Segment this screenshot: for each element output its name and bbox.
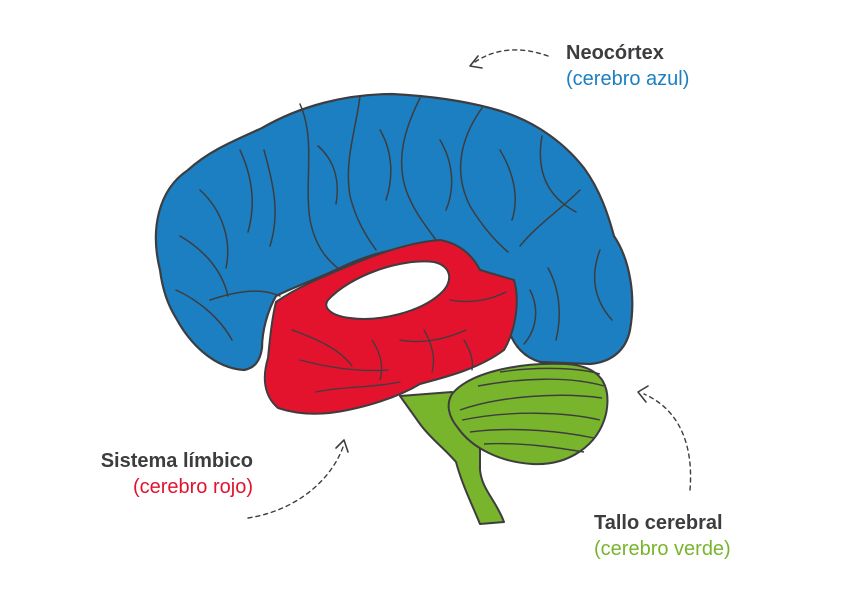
label-neocortex-subtitle: (cerebro azul) (566, 68, 690, 90)
label-stem: Tallo cerebral (cerebro verde) (594, 510, 731, 562)
cerebellum-folia (459, 367, 605, 453)
limbic-inner-gyrus (325, 260, 450, 320)
arrow-limbic (247, 443, 345, 519)
label-neocortex-title: Neocórtex (566, 42, 664, 64)
label-stem-subtitle: (cerebro verde) (594, 538, 731, 560)
neocortex-gyri (175, 95, 613, 345)
label-limbic-title: Sistema límbico (100, 450, 253, 472)
arrow-neocortex (471, 49, 549, 65)
label-stem-title: Tallo cerebral (594, 512, 723, 534)
arrowhead-stem (637, 385, 649, 403)
arrow-stem (643, 393, 692, 491)
label-limbic: Sistema límbico (cerebro rojo) (101, 448, 253, 500)
label-limbic-subtitle: (cerebro rojo) (132, 476, 253, 498)
limbic-system (263, 239, 518, 415)
label-neocortex: Neocórtex (cerebro azul) (566, 40, 689, 92)
arrowhead-limbic (335, 439, 349, 453)
arrowhead-neocortex (469, 55, 483, 69)
limbic-folds (291, 291, 507, 393)
